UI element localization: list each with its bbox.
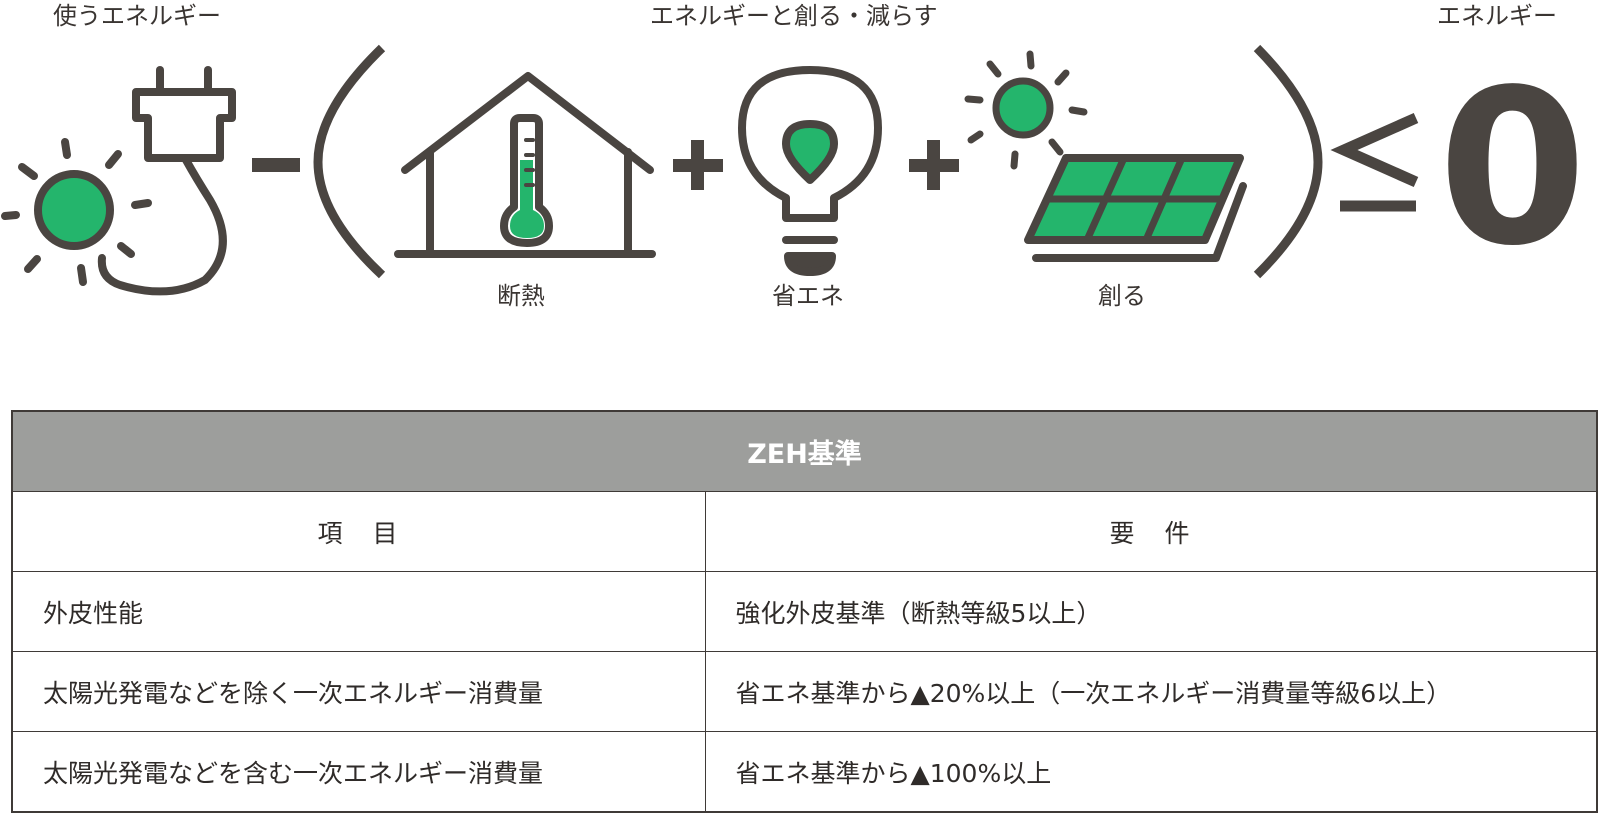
row-requirement: 強化外皮基準（断熱等級5以上） bbox=[704, 571, 1598, 652]
row-requirement: 省エネ基準から▲100%以上 bbox=[704, 731, 1598, 813]
row-item: 外皮性能 bbox=[11, 571, 706, 652]
sun-icon bbox=[1, 138, 152, 286]
minus-sign bbox=[252, 158, 300, 172]
plug-icon bbox=[97, 66, 236, 296]
energy-label: エネルギー bbox=[1437, 2, 1557, 30]
plus-sign bbox=[909, 140, 959, 190]
use-energy-label: 使うエネルギー bbox=[53, 2, 221, 30]
header-requirement: 要 件 bbox=[704, 491, 1598, 572]
table-row: 太陽光発電などを含む一次エネルギー消費量 省エネ基準から▲100%以上 bbox=[11, 731, 1598, 813]
create-label: 創る bbox=[1098, 282, 1146, 310]
create-reduce-label: エネルギーと創る・減らす bbox=[650, 2, 938, 30]
table-title-row: ZEH基準 bbox=[11, 410, 1598, 492]
zeh-formula-diagram: 0 bbox=[1, 44, 1587, 296]
row-requirement: 省エネ基準から▲20%以上（一次エネルギー消費量等級6以上） bbox=[704, 651, 1598, 732]
zeh-criteria-table: ZEH基準 項 目 要 件 外皮性能 強化外皮基準（断熱等級5以上） 太陽光発電… bbox=[11, 410, 1598, 813]
light-bulb-icon bbox=[738, 66, 882, 276]
table-title: ZEH基準 bbox=[11, 410, 1598, 492]
less-equal-sign bbox=[1330, 112, 1419, 212]
sun-icon bbox=[964, 50, 1088, 170]
energy-saving-label: 省エネ bbox=[772, 282, 844, 310]
right-parenthesis bbox=[1253, 44, 1323, 279]
row-item: 太陽光発電などを除く一次エネルギー消費量 bbox=[11, 651, 706, 732]
row-item: 太陽光発電などを含む一次エネルギー消費量 bbox=[11, 731, 706, 813]
solar-panel-icon bbox=[1024, 154, 1247, 262]
plus-sign bbox=[673, 140, 723, 190]
header-item: 項 目 bbox=[11, 491, 706, 572]
table-row: 外皮性能 強化外皮基準（断熱等級5以上） bbox=[11, 571, 1598, 652]
result-zero: 0 bbox=[1438, 44, 1587, 293]
left-parenthesis bbox=[313, 44, 386, 279]
table-header-row: 項 目 要 件 bbox=[11, 491, 1598, 572]
table-row: 太陽光発電などを除く一次エネルギー消費量 省エネ基準から▲20%以上（一次エネル… bbox=[11, 651, 1598, 732]
insulation-label: 断熱 bbox=[497, 282, 545, 310]
house-thermometer-icon bbox=[394, 72, 656, 258]
